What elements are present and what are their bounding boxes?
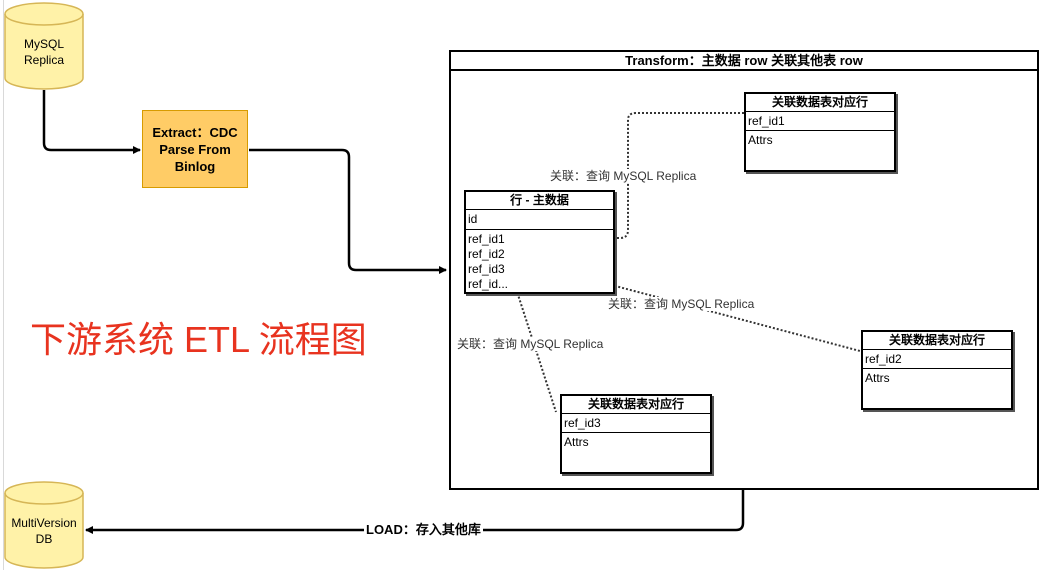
mysql-replica-label-line2: Replica [23,53,65,67]
ref-table-1-title: 关联数据表对应行 [746,94,894,112]
ref-table-3-attrs: Attrs [564,435,589,449]
load-step-label: LOAD：存入其他库 [364,522,483,538]
extract-line2: Parse From [159,141,231,157]
mysql-replica-label-line1: MySQL [23,37,64,51]
relation-label-ref2: 关联：查询 MySQL Replica [608,297,755,311]
ref-table-1-attrs: Attrs [748,133,773,147]
diagram-title: 下游系统 ETL 流程图 [30,319,367,360]
ref-table-1: 关联数据表对应行 ref_id1 Attrs [744,92,896,172]
multiversion-db-label-line2: DB [35,532,53,546]
transform-title: Transform：主数据 row 关联其他表 row [451,52,1037,71]
ref-table-2-attrs: Attrs [865,371,890,385]
ref-table-3: 关联数据表对应行 ref_id3 Attrs [560,394,712,474]
ref-table-2-title: 关联数据表对应行 [863,332,1011,350]
ref-table-1-key: ref_id1 [746,112,894,131]
main-data-table: 行 - 主数据 id ref_id1 ref_id2 ref_id3 ref_i… [464,190,615,294]
multiversion-db-cylinder: MultiVersion DB [4,481,84,569]
extract-line1: Extract：CDC [152,124,238,140]
ref-table-3-title: 关联数据表对应行 [562,396,710,414]
cylinder-shape [4,2,84,90]
relation-label-ref3: 关联：查询 MySQL Replica [457,337,604,351]
extract-line3: Binlog [174,158,216,174]
arrow-load-to-db [85,490,745,534]
extract-step-box: Extract：CDC Parse From Binlog [142,110,248,188]
main-table-field-ref-id3: ref_id3 [468,262,505,276]
cylinder-shape [4,481,84,569]
ref-table-3-key: ref_id3 [562,414,710,433]
ref-table-2: 关联数据表对应行 ref_id2 Attrs [861,330,1013,410]
relation-label-ref1: 关联：查询 MySQL Replica [550,169,697,183]
ref-table-2-key: ref_id2 [863,350,1011,369]
mysql-replica-cylinder: MySQL Replica [4,2,84,90]
arrow-replica-to-extract [42,90,141,154]
relation-line-ref1 [513,112,745,239]
main-table-field-ref-id2: ref_id2 [468,247,505,261]
arrow-extract-to-transform [249,148,447,274]
main-table-id-field: id [466,210,613,230]
main-table-field-ref-more: ref_id... [468,277,509,291]
main-table-field-ref-id1: ref_id1 [468,232,505,246]
main-table-title: 行 - 主数据 [466,192,613,210]
page-edge-line [3,0,4,570]
multiversion-db-label-line1: MultiVersion [11,516,77,530]
